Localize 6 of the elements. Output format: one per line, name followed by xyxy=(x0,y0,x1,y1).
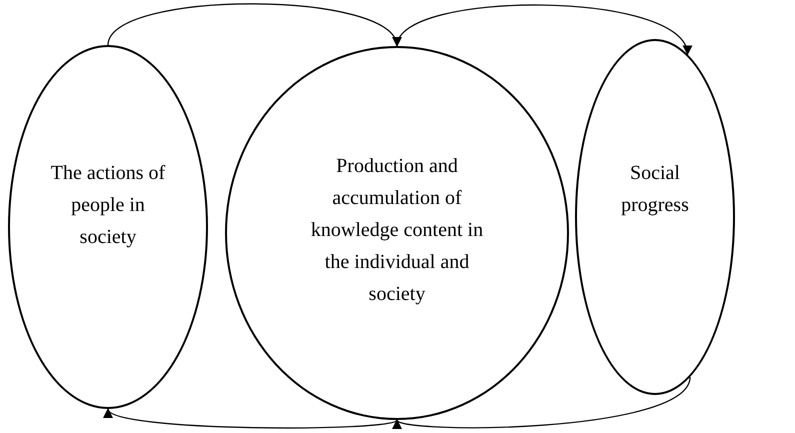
node-text: Social progress xyxy=(620,161,690,218)
ellipse-node xyxy=(575,39,735,395)
node-text: The actions of people in society xyxy=(50,161,166,250)
node-text: Production and accumulation of knowledge content in the individual and society xyxy=(310,154,484,307)
ellipse-node xyxy=(225,46,569,420)
ellipse-node xyxy=(8,45,208,409)
